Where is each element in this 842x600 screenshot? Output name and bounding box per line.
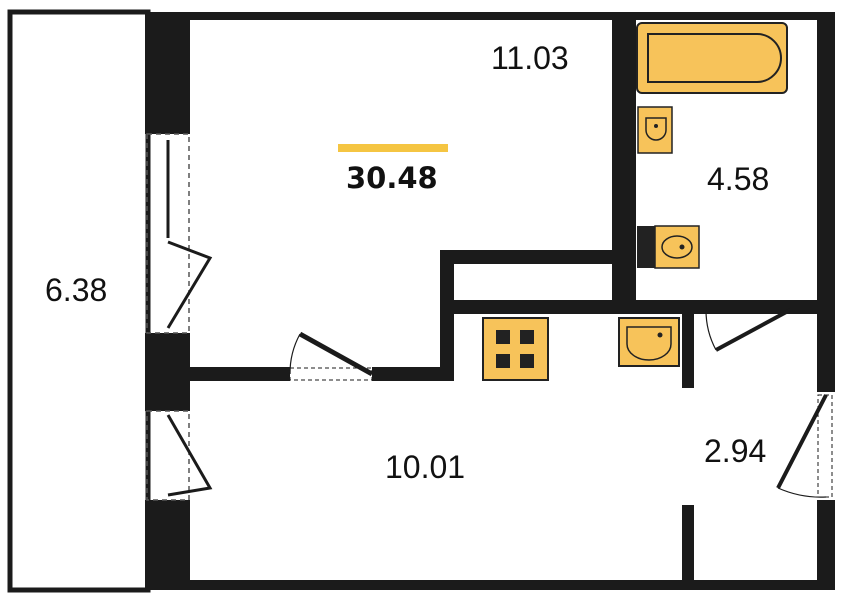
bathroom-sink-icon bbox=[637, 106, 673, 154]
total-area-accent-bar bbox=[338, 144, 448, 152]
bathtub-icon bbox=[636, 22, 788, 94]
area-bathroom: 4.58 bbox=[707, 161, 770, 197]
toilet-icon bbox=[637, 225, 700, 269]
area-balcony: 6.38 bbox=[45, 272, 108, 308]
kitchen-sink-icon bbox=[618, 317, 680, 367]
area-corridor: 2.94 bbox=[704, 433, 767, 469]
stove-icon bbox=[482, 317, 549, 381]
area-kitchen-hall: 10.01 bbox=[385, 449, 466, 485]
interior-walls bbox=[190, 12, 820, 585]
total-area-label: 30.48 bbox=[346, 161, 438, 195]
window-sashes bbox=[166, 140, 213, 497]
doors bbox=[289, 301, 833, 498]
windows bbox=[146, 133, 190, 501]
area-room: 11.03 bbox=[491, 40, 569, 76]
balcony-outline bbox=[7, 9, 151, 593]
exterior-walls bbox=[145, 12, 835, 590]
